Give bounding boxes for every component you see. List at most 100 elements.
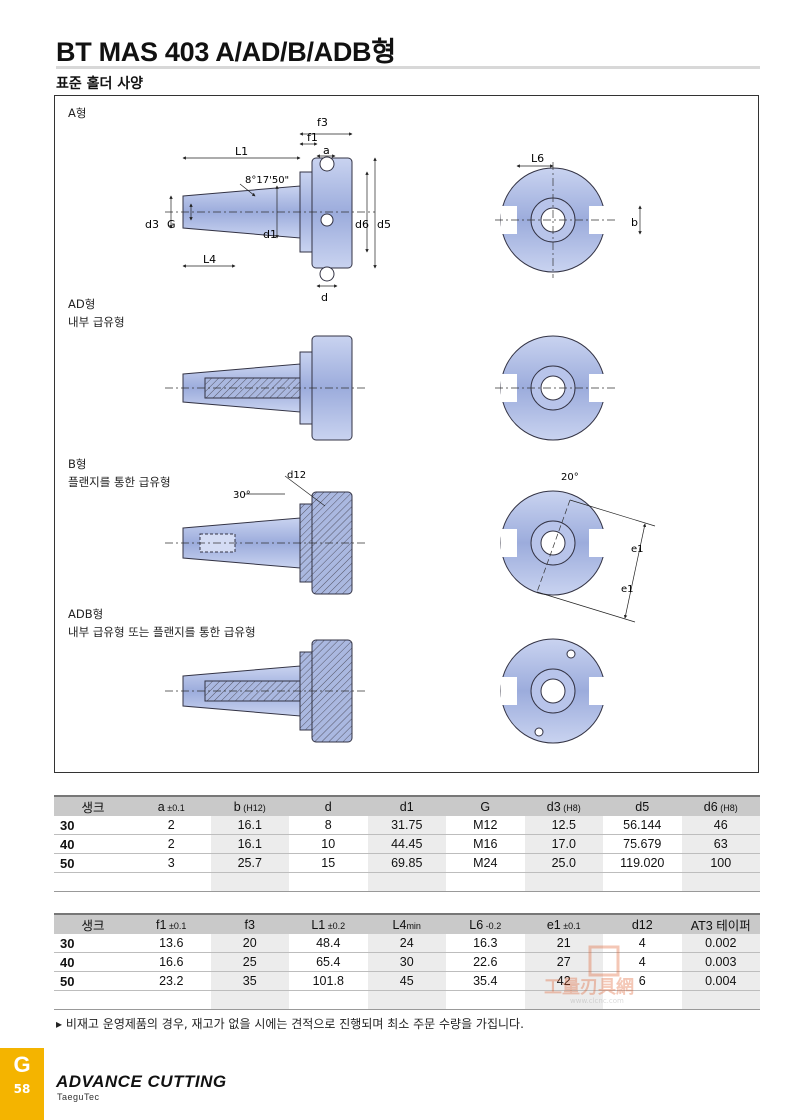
table-cell: 45 — [367, 971, 446, 991]
table-cell: 40 — [54, 834, 132, 854]
a-type-front-view — [495, 162, 642, 278]
table-cell: 21 — [524, 934, 603, 953]
dim-f1: f1 — [307, 131, 318, 144]
table-cell: 16.1 — [210, 816, 289, 835]
table-cell: 23.2 — [132, 971, 211, 991]
dim-e1-lower: e1 — [621, 584, 634, 595]
table-cell: 16.3 — [446, 934, 525, 953]
type-ad-label: AD형 — [68, 297, 96, 311]
section-letter: G — [13, 1052, 31, 1077]
table-cell: 4 — [603, 934, 682, 953]
section-tab — [0, 1048, 44, 1120]
table-cell: M16 — [446, 834, 525, 854]
col-header: d3 (H8) — [524, 795, 603, 816]
col-header: 생크 — [54, 913, 132, 934]
dim-e1-upper: e1 — [631, 544, 644, 555]
adb-type-side-view — [165, 639, 365, 743]
b-type-front-view — [500, 490, 656, 623]
stock-note: ▸ 비재고 운영제품의 경우, 재고가 없을 시에는 견적으로 진행되며 최소 … — [56, 1017, 524, 1031]
table-row: 30 2 16.1 8 31.75 M12 12.5 56.144 46 — [54, 816, 760, 835]
table-cell: 42 — [524, 971, 603, 991]
col-header: L6 -0.2 — [446, 913, 525, 934]
dim-G: G — [167, 218, 176, 231]
dim-20deg: 20° — [561, 472, 579, 483]
table-cell: 16.6 — [132, 952, 211, 972]
table-cell: 20 — [210, 934, 289, 953]
table-cell: 2 — [132, 816, 211, 835]
table-cell: 13.6 — [132, 934, 211, 953]
spec-table-1-header: 생크 a ±0.1 b (H12) d d1 G d3 (H8) d5 d6 (… — [54, 795, 760, 816]
table-cell: 119.020 — [603, 853, 682, 873]
table-cell: 48.4 — [289, 934, 368, 953]
table-row: 50 23.2 35 101.8 45 35.4 42 6 0.004 — [54, 971, 760, 991]
table-cell: 2 — [132, 834, 211, 854]
table-cell: 50 — [54, 853, 132, 873]
col-header: d — [289, 795, 368, 816]
col-header: 생크 — [54, 795, 132, 816]
col-header: AT3 테이퍼 — [681, 913, 760, 934]
col-header: d6 (H8) — [681, 795, 760, 816]
table-cell: 100 — [681, 853, 760, 873]
dim-30deg: 30° — [233, 490, 251, 501]
table-cell: 16.1 — [210, 834, 289, 854]
table-cell: M24 — [446, 853, 525, 873]
page-number: 58 — [13, 1082, 31, 1096]
spec-table-1: 생크 a ±0.1 b (H12) d d1 G d3 (H8) d5 d6 (… — [54, 795, 760, 892]
dim-d12: d12 — [287, 470, 306, 481]
table-cell: 27 — [524, 952, 603, 972]
table-cell: 69.85 — [367, 853, 446, 873]
spec-table-2: 생크 f1 ±0.1 f3 L1 ±0.2 L4min L6 -0.2 e1 ±… — [54, 913, 760, 1010]
dim-L6: L6 — [531, 152, 544, 165]
table-row-empty — [54, 872, 760, 892]
col-header: L1 ±0.2 — [289, 913, 368, 934]
table-cell: 0.003 — [681, 952, 760, 972]
table-cell: 31.75 — [367, 816, 446, 835]
watermark: 工量刃具網 www.clcnc.com — [540, 945, 680, 1005]
table-cell: 3 — [132, 853, 211, 873]
table-cell: 17.0 — [524, 834, 603, 854]
dim-d6: d6 — [355, 218, 369, 231]
table-cell: 30 — [367, 952, 446, 972]
type-adb-label: ADB형 — [68, 607, 104, 621]
col-header: a ±0.1 — [132, 795, 211, 816]
ad-type-front-view — [495, 335, 615, 441]
brand-sub: TaeguTec — [57, 1092, 100, 1102]
adb-type-front-view — [500, 638, 607, 744]
watermark-logo-icon: 工量刃具網 www.clcnc.com — [544, 945, 634, 1005]
type-b-label: B형 — [68, 457, 87, 471]
col-header: b (H12) — [210, 795, 289, 816]
page-title: BT MAS 403 A/AD/B/ADB형 — [56, 37, 396, 67]
table-cell: 4 — [603, 952, 682, 972]
col-header: f3 — [210, 913, 289, 934]
table-row: 30 13.6 20 48.4 24 16.3 21 4 0.002 — [54, 934, 760, 953]
dim-d5: d5 — [377, 218, 391, 231]
table-row: 50 3 25.7 15 69.85 M24 25.0 119.020 100 — [54, 853, 760, 873]
col-header: d1 — [367, 795, 446, 816]
page-subtitle: 표준 홀더 사양 — [56, 76, 144, 92]
table-cell: 8 — [289, 816, 368, 835]
table-cell: 65.4 — [289, 952, 368, 972]
ad-type-side-view — [165, 335, 365, 441]
col-header: f1 ±0.1 — [132, 913, 211, 934]
type-b-desc: 플랜지를 통한 급유형 — [68, 475, 171, 489]
table-cell: 10 — [289, 834, 368, 854]
table-cell: 30 — [54, 816, 132, 835]
type-adb-desc: 내부 급유형 또는 플랜지를 통한 급유형 — [68, 625, 256, 639]
table-cell: 25.0 — [524, 853, 603, 873]
table-cell: 25.7 — [210, 853, 289, 873]
table-cell: 63 — [681, 834, 760, 854]
dim-f3: f3 — [317, 116, 328, 129]
svg-text:工量刃具網: 工量刃具網 — [544, 976, 634, 998]
table-cell: 46 — [681, 816, 760, 835]
col-header: G — [446, 795, 525, 816]
a-type-side-view — [165, 132, 377, 288]
table-cell: 75.679 — [603, 834, 682, 854]
dim-angle: 8°17'50" — [245, 175, 289, 186]
table-cell: 25 — [210, 952, 289, 972]
table-row: 40 2 16.1 10 44.45 M16 17.0 75.679 63 — [54, 834, 760, 854]
table-cell: 24 — [367, 934, 446, 953]
type-a-label: A형 — [68, 106, 87, 120]
table-cell: 30 — [54, 934, 132, 953]
dim-L1: L1 — [235, 145, 248, 158]
svg-text:www.clcnc.com: www.clcnc.com — [570, 997, 624, 1005]
